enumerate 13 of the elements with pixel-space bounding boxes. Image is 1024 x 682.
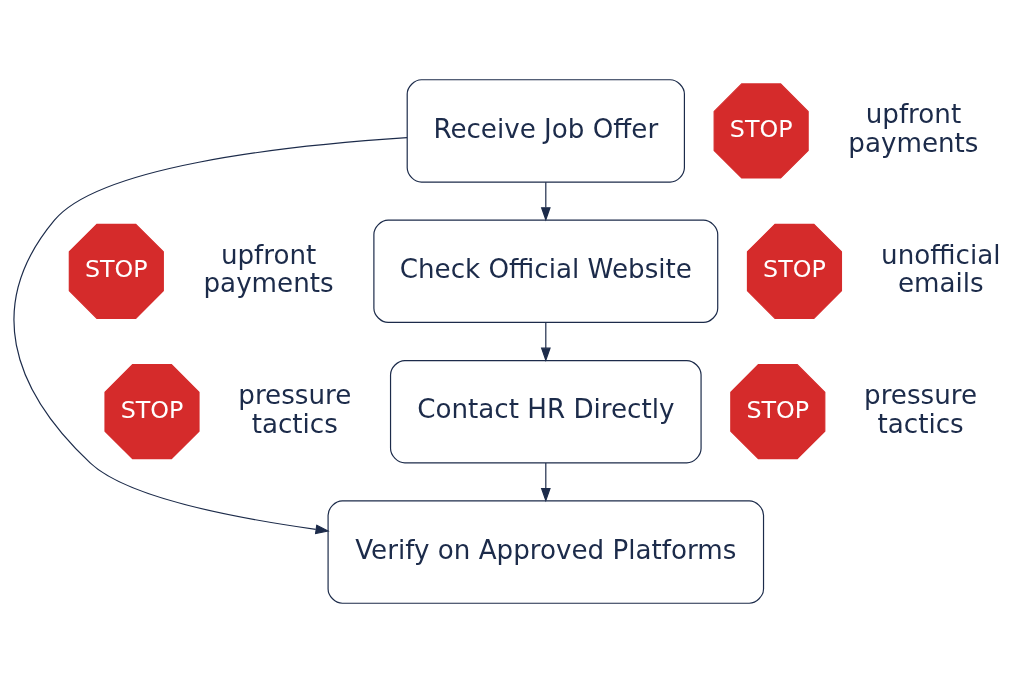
node-label: pressure tactics [238,379,352,439]
node-box: Check Official Website [373,219,719,323]
arrow [13,136,408,534]
node-box: Verify on Approved Platforms [327,499,765,604]
node-label: pressure tactics [864,379,978,439]
node-box: Contact HR Directly [389,359,702,463]
arrow [540,462,551,502]
arrow [540,321,551,362]
node-label: upfront payments [848,98,979,158]
node-box: Receive Job Offer [406,78,685,183]
arrow [540,181,551,221]
node-label: upfront payments [203,239,334,298]
node-label: unofficial emails [881,239,1001,298]
